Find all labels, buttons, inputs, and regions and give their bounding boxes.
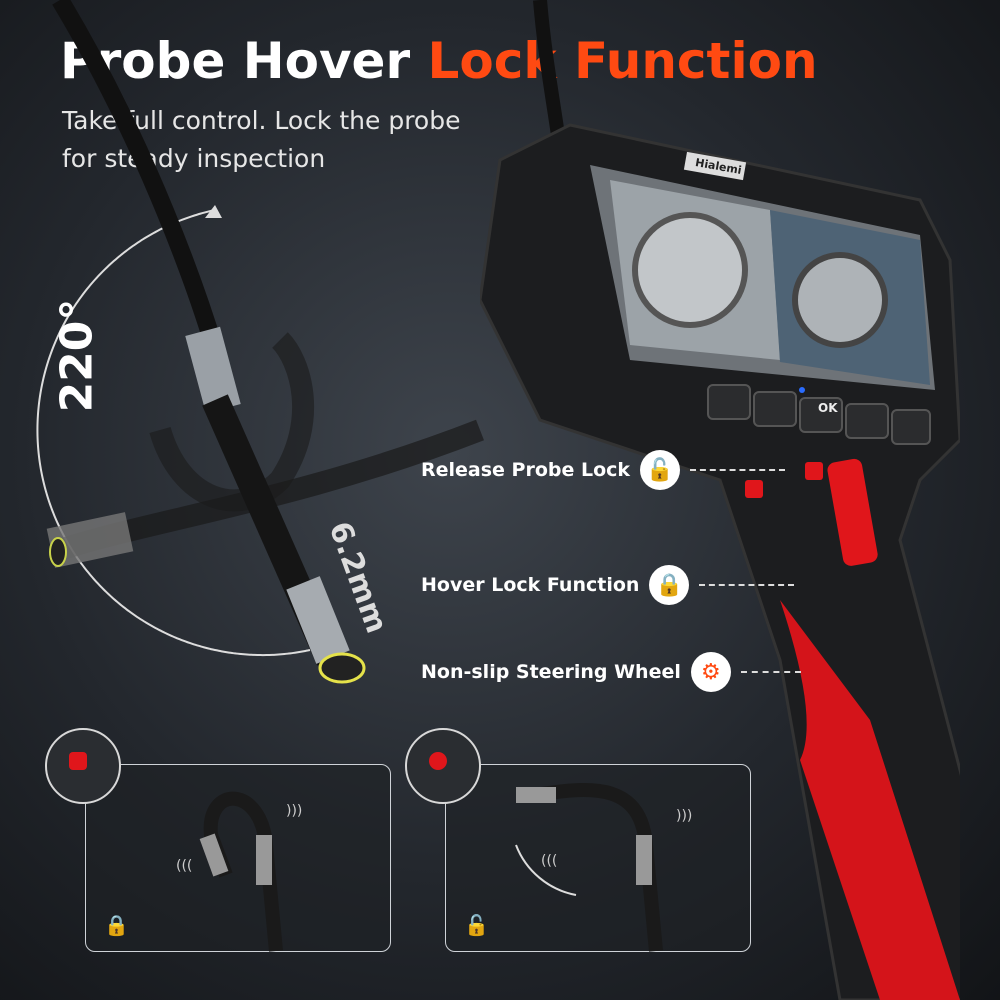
- grip-red-accent: [780, 600, 960, 1000]
- probe-led-icon: [318, 652, 366, 684]
- svg-text:))): ))): [676, 808, 692, 824]
- ok-label: OK: [818, 401, 838, 415]
- feature-label: Non-slip Steering Wheel: [421, 661, 681, 683]
- panel-unlocked: ))) ((( 🔓: [445, 764, 751, 952]
- callout-line: [740, 671, 801, 673]
- button-ok: [799, 397, 843, 433]
- button-settings: [891, 409, 931, 445]
- svg-text:(((: (((: [541, 853, 557, 869]
- unlocked-button-closeup: [405, 728, 481, 804]
- button-power: [707, 384, 751, 420]
- locked-probe-illustration: ))) (((: [176, 791, 302, 952]
- svg-text:(((: (((: [176, 858, 192, 874]
- gear-icon: ⚙: [690, 652, 731, 692]
- unlock-icon: 🔓: [464, 913, 489, 937]
- hover-lock-button: [805, 462, 823, 480]
- feature-label: Hover Lock Function: [421, 574, 640, 596]
- unlock-icon: 🔓: [640, 450, 681, 490]
- probe-ghost-tip: [46, 512, 134, 568]
- red-button: [69, 752, 87, 770]
- subtitle-line: for steady inspection: [62, 144, 326, 173]
- probe-ring: [185, 326, 241, 414]
- lock-icon: 🔒: [104, 913, 129, 937]
- callout-line: [699, 584, 795, 586]
- feature-hover-lock: Hover Lock Function 🔒: [421, 565, 795, 605]
- unlocked-probe-illustration: ))) (((: [515, 783, 692, 952]
- button-rotate: [845, 403, 889, 439]
- svg-text:))): ))): [286, 803, 302, 819]
- callout-line: [690, 469, 786, 471]
- locked-button-closeup: [45, 728, 121, 804]
- endoscope-device: [480, 123, 960, 1000]
- page-title: Probe Hover Lock Function: [60, 32, 818, 90]
- power-led: [799, 387, 805, 393]
- feature-label: Release Probe Lock: [421, 459, 631, 481]
- title-white: Probe Hover: [60, 32, 411, 90]
- red-button: [429, 752, 447, 770]
- probe-ghost: [149, 332, 314, 512]
- arc-arrow-icon: [205, 205, 222, 218]
- feature-steering-wheel: Non-slip Steering Wheel ⚙: [421, 652, 801, 692]
- button-zoom: [753, 391, 797, 427]
- probe-cable: [52, 0, 224, 353]
- lock-icon: 🔒: [649, 565, 690, 605]
- panel-locked: ))) ((( 🔒: [85, 764, 391, 952]
- rotation-arc: [36, 209, 311, 657]
- probe-tip: [286, 576, 350, 664]
- title-accent: Lock Function: [427, 32, 818, 90]
- release-lock-button: [745, 480, 763, 498]
- feature-release-probe-lock: Release Probe Lock 🔓: [421, 450, 786, 490]
- steering-wheel: [827, 458, 878, 566]
- angle-label: 220°: [51, 298, 103, 413]
- probe-ghost-led: [49, 537, 67, 567]
